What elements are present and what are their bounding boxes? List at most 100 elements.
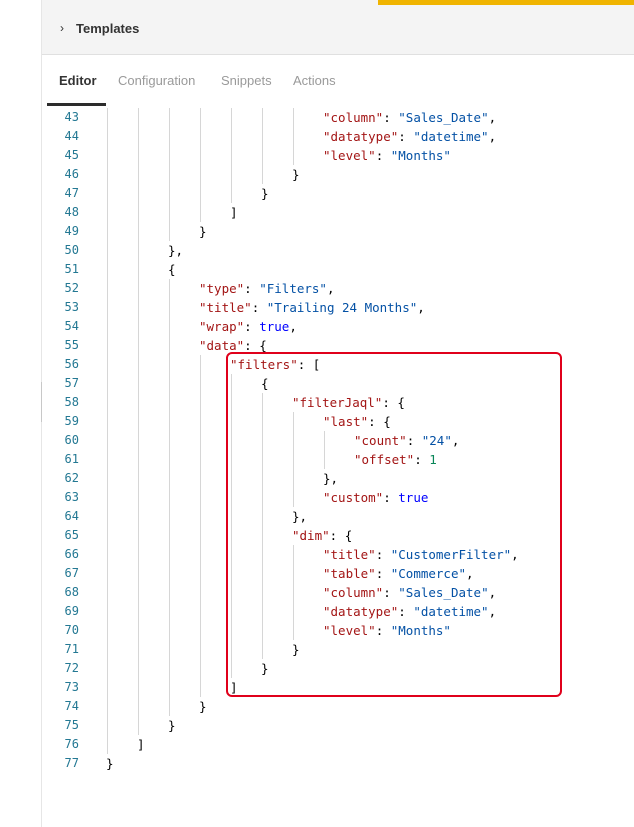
chevron-right-icon[interactable]: › <box>60 21 64 35</box>
templates-section[interactable]: › Templates <box>42 0 634 55</box>
code-text: } <box>199 222 207 241</box>
code-text: "offset": 1 <box>354 450 437 469</box>
code-token: : <box>383 110 399 125</box>
code-token: : <box>375 547 391 562</box>
code-line[interactable]: 50}, <box>42 241 634 260</box>
line-number: 74 <box>64 699 79 713</box>
code-token: "dim" <box>292 528 330 543</box>
code-line[interactable]: 53"title": "Trailing 24 Months", <box>42 298 634 317</box>
code-token: true <box>259 319 290 334</box>
line-number: 72 <box>64 661 79 675</box>
code-text: ] <box>230 203 238 222</box>
code-line[interactable]: 68 "column": "Sales_Date", <box>42 583 634 602</box>
code-token: { <box>168 262 176 277</box>
line-number: 57 <box>64 376 79 390</box>
indent-guide <box>169 279 170 716</box>
line-number: 59 <box>64 414 79 428</box>
code-token: "datatype" <box>323 129 399 144</box>
code-line[interactable]: 67"table": "Commerce", <box>42 564 634 583</box>
tab-editor[interactable]: Editor <box>59 73 97 88</box>
code-line[interactable]: 45"level": "Months" <box>42 146 634 165</box>
code-text: "count": "24", <box>354 431 459 450</box>
code-line[interactable]: 75} <box>42 716 634 735</box>
line-number: 77 <box>64 756 79 770</box>
line-number: 64 <box>64 509 79 523</box>
code-text: "data": { <box>199 336 267 355</box>
code-line[interactable]: 57{ <box>42 374 634 393</box>
code-token: } <box>199 224 207 239</box>
code-token: : <box>398 604 414 619</box>
line-number: 56 <box>64 357 79 371</box>
code-text: "column": "Sales_Date", <box>323 108 496 127</box>
code-token: "last" <box>323 414 369 429</box>
active-tab-indicator <box>47 103 106 106</box>
code-token: }, <box>168 243 184 258</box>
code-text: "last": { <box>323 412 391 431</box>
code-line[interactable]: 59 "last": { <box>42 412 634 431</box>
code-line[interactable]: 77} <box>42 754 634 773</box>
tab-configuration[interactable]: Configuration <box>118 73 196 88</box>
indent-guide <box>293 108 294 165</box>
line-number: 75 <box>64 718 79 732</box>
code-line[interactable]: 62}, <box>42 469 634 488</box>
line-number: 44 <box>64 129 79 143</box>
code-text: "table": "Commerce", <box>323 564 474 583</box>
code-token: ] <box>230 680 238 695</box>
code-line[interactable]: 74} <box>42 697 634 716</box>
code-token: "column" <box>323 110 384 125</box>
code-line[interactable]: 52"type": "Filters", <box>42 279 634 298</box>
templates-label[interactable]: Templates <box>76 21 140 36</box>
code-line[interactable]: 61"offset": 1 <box>42 450 634 469</box>
code-line[interactable]: 65"dim": { <box>42 526 634 545</box>
line-number: 63 <box>64 490 79 504</box>
code-line[interactable]: 49} <box>42 222 634 241</box>
code-token: : { <box>244 338 267 353</box>
code-token: , <box>488 604 497 619</box>
code-text: "column": "Sales_Date", <box>323 583 496 602</box>
code-line[interactable]: 69"datatype": "datetime", <box>42 602 634 621</box>
code-text: { <box>168 260 176 279</box>
code-line[interactable]: 66"title": "CustomerFilter", <box>42 545 634 564</box>
code-text: "dim": { <box>292 526 352 545</box>
line-number: 54 <box>64 319 79 333</box>
code-token: , <box>451 433 460 448</box>
code-line[interactable]: 63 "custom": true <box>42 488 634 507</box>
code-token: "table" <box>323 566 376 581</box>
code-line[interactable]: 43"column": "Sales_Date", <box>42 108 634 127</box>
code-line[interactable]: 70"level": "Months" <box>42 621 634 640</box>
code-line[interactable]: 48] <box>42 203 634 222</box>
code-line[interactable]: 71} <box>42 640 634 659</box>
code-line[interactable]: 46} <box>42 165 634 184</box>
code-editor[interactable]: 43"column": "Sales_Date", 44 "datatype": "… <box>42 107 634 827</box>
indent-guide <box>138 108 139 735</box>
code-line[interactable]: 54"wrap": true, <box>42 317 634 336</box>
tab-actions[interactable]: Actions <box>293 73 336 88</box>
left-sidebar <box>0 0 42 827</box>
code-text: "title": "Trailing 24 Months", <box>199 298 425 317</box>
tab-snippets[interactable]: Snippets <box>221 73 272 88</box>
code-line[interactable]: 72} <box>42 659 634 678</box>
code-line[interactable]: 47} <box>42 184 634 203</box>
code-text: }, <box>168 241 183 260</box>
code-line[interactable]: 76] <box>42 735 634 754</box>
code-text: "custom": true <box>323 488 428 507</box>
line-number: 68 <box>64 585 79 599</box>
code-line[interactable]: 51{ <box>42 260 634 279</box>
code-token: "offset" <box>354 452 415 467</box>
code-line[interactable]: 55"data": { <box>42 336 634 355</box>
line-number: 58 <box>64 395 79 409</box>
code-line[interactable]: 73] <box>42 678 634 697</box>
code-line[interactable]: 56 "filters": [ <box>42 355 634 374</box>
code-token: "title" <box>323 547 376 562</box>
indent-guide <box>324 431 325 469</box>
code-text: ] <box>137 735 145 754</box>
code-line[interactable]: 44"datatype": "datetime", <box>42 127 634 146</box>
code-text: "title": "CustomerFilter", <box>323 545 519 564</box>
code-token: : <box>375 623 391 638</box>
code-line[interactable]: 60"count": "24", <box>42 431 634 450</box>
code-text: "filters": [ <box>230 355 320 374</box>
code-token: 1 <box>429 452 437 467</box>
code-line[interactable]: 64}, <box>42 507 634 526</box>
code-line[interactable]: 58"filterJaql": { <box>42 393 634 412</box>
code-token: "Filters" <box>259 281 327 296</box>
